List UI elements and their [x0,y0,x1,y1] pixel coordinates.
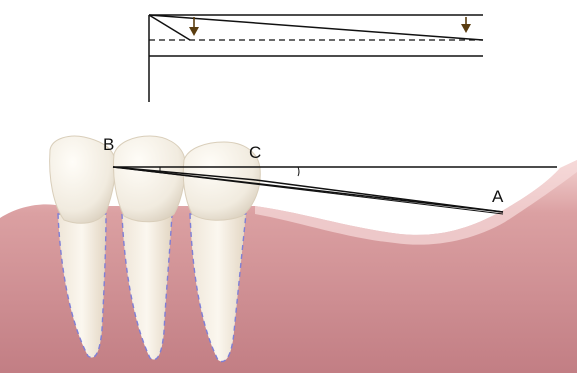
arrow-down-icon-left [189,17,199,36]
inset-schematic [149,15,483,102]
inset-long-incline [149,15,483,40]
inset-short-incline [149,15,190,40]
point-label-b: B [103,136,114,153]
point-label-c: C [249,144,261,161]
arrow-down-icon-right [461,17,471,33]
angle-arc [298,167,299,176]
line-c-to-a [256,180,503,212]
crown-second-tooth [113,136,185,222]
tooth-roots [58,214,246,362]
point-label-a: A [492,188,503,205]
